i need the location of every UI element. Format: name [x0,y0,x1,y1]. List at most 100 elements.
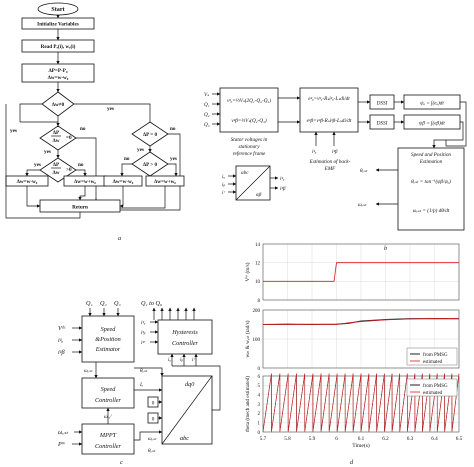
hysteresis-line-1: Hysteresis [171,329,198,336]
x-tick-label: 6.5 [456,436,463,442]
no-label-1: no [80,126,86,132]
y-tick-label: 6 [258,375,261,380]
omega-eq: ωₑₛₜ = (1/p) dθ/dt [413,207,450,214]
input-q1: Q₁ [204,102,210,108]
y-axis-label: wₘ & wₑₛₜ (rad/s) [244,320,251,357]
speed-controller-line-1: Speed [101,386,117,393]
y-tick-label: 1 [258,421,261,426]
decision-main-label: Δw≠0 [52,102,65,108]
input-q3: Q₃ [204,122,210,128]
hysteresis-line-2: Controller [172,340,198,347]
yes-label-right: yes [107,106,114,112]
no-label-4: no [124,156,130,162]
y-axis-label: theta (mech and estimated) [244,376,251,432]
decision-left-2-op: >0 [66,167,72,173]
x-tick-label: 5.9 [309,436,316,442]
speed-controller-block [81,377,135,409]
x-axis-label: Time(s) [352,442,370,449]
x-tick-label: 6.4 [431,436,438,442]
stator-caption-2: stationary [238,144,260,150]
abc-top-label: abc [241,170,249,176]
return-label: Return [72,205,88,211]
dq0-omega-est: ωₑₛₜ [148,436,157,442]
dq0-theta-est: θₑₛₜ [148,448,156,454]
abc-input-c: iᶜ [222,190,225,196]
y-tick-label: 3 [258,403,261,408]
dssi-label-1: DSSI [376,101,388,107]
integral-2: ψβ = ∫(eβ)dt [419,120,445,127]
calc-line-2: Δw=w-w₀ [48,75,69,81]
speed-position-block [397,147,465,231]
theta-est-label: θₑₛₜ [140,368,148,374]
current-input-a: iᵍₐ [312,149,317,155]
top-signal-q3: Q₃ [114,300,121,307]
input-q2: Q₂ [204,112,210,118]
y-tick-label: 14 [255,243,261,248]
action-3-label: Δw=w-w₀ [113,179,134,185]
stator-caption-1: Stator voltages in [231,137,268,143]
yes-label-1: yes [44,149,51,155]
abc-output-b: iᵍβ [280,186,286,192]
plot-frame [262,309,460,369]
speed-estimator-block [81,315,135,363]
action-4-label: Δw=w+w₀ [154,179,176,185]
current-input-b: iᵍβ [332,149,338,155]
ref-current-a: iₐ [168,357,171,363]
stator-eq-2: vᵍβ=⅓Vₛ(Q₂-Q₃) [231,117,266,124]
dssi-label-2: DSSI [376,121,388,127]
emf-caption-2: EMF [324,166,336,172]
y-tick-label: 10 [255,280,261,285]
emf-eq-1: eᵍₐ=vᵍₐ-Rₛiᵍₐ-Lₛdi/dt [308,96,350,102]
speed-title-2: Estimation [419,159,443,165]
ref-current-b: iᵦ [180,357,183,363]
y-tick-label: 2 [258,412,261,417]
yes-label-left: yes [10,128,17,134]
read-label: Read Pₑ(i), wₑ(i) [41,43,76,50]
decision-left-1-op: =0 [66,135,72,141]
estimator-line-3: Estimator [95,346,121,353]
input-pw: Pᵂ [57,441,66,448]
output-omega: ωₑₛₜ [358,202,367,208]
y-tick-label: 200 [253,309,261,314]
top-signal-q1: Q₁ [86,300,93,307]
panel-label-d: d [350,459,354,466]
no-label-3: no [170,126,176,132]
hyst-input-a: iᵍₐ [141,320,146,326]
zero-label-1: 0 [152,401,155,407]
y-tick-label: 5 [258,384,261,389]
y-tick-label: 0 [258,367,261,372]
x-tick-label: 5.7 [260,436,267,442]
decision-left-1-num: ΔP [53,130,60,136]
x-tick-label: 6.3 [407,436,414,442]
x-tick-label: 6.1 [358,436,365,442]
start-label: Start [51,6,65,13]
input-iga: iᵍₐ [58,337,63,344]
legend-label: from PMSG [423,353,448,358]
emf-caption-1: Estimation of back- [309,158,351,165]
back-emf-block [299,87,359,133]
hysteresis-controller-block [157,319,213,355]
action-2-label: Δw=w+w₀ [74,179,96,185]
yes-label-4: yes [170,156,177,162]
y-tick-label: 0 [258,431,261,436]
ref-current-c: iᶜ [192,357,195,363]
hyst-input-b: iᵍᵦ [141,330,146,336]
iq-label: Iᵧ [139,382,144,388]
legend-label: estimated [423,360,443,365]
estimation-diagram-panel: Vₛ Q₁ Q₂ Q₃ vᵍₐ=⅓Vₛ(2Q₁-Q₂-Q₃) vᵍβ=⅓Vₛ(Q… [204,87,467,252]
speed-controller-line-2: Controller [95,397,121,404]
abc-output-a: iᵍₐ [280,176,285,182]
output-theta: θₑₛₜ [360,168,368,174]
y-tick-label: 12 [255,261,261,266]
speed-title-1: Speed and Position [411,152,451,158]
input-vdc: Vᵈᶜ [58,325,67,332]
emf-eq-2: eᵍβ=vᵍβ-Rₛiᵍβ-Lₛdi/dt [307,118,352,124]
mppt-controller-block [81,423,135,455]
mppt-line-1: MPPT [99,432,117,439]
flowchart-panel: Start Initialize Variables Read Pₑ(i), w… [5,2,185,242]
x-tick-label: 5.8 [284,436,291,442]
input-omega-est: ωₑₛₜ [58,429,68,436]
input-igb: iᵍβ [58,349,65,356]
